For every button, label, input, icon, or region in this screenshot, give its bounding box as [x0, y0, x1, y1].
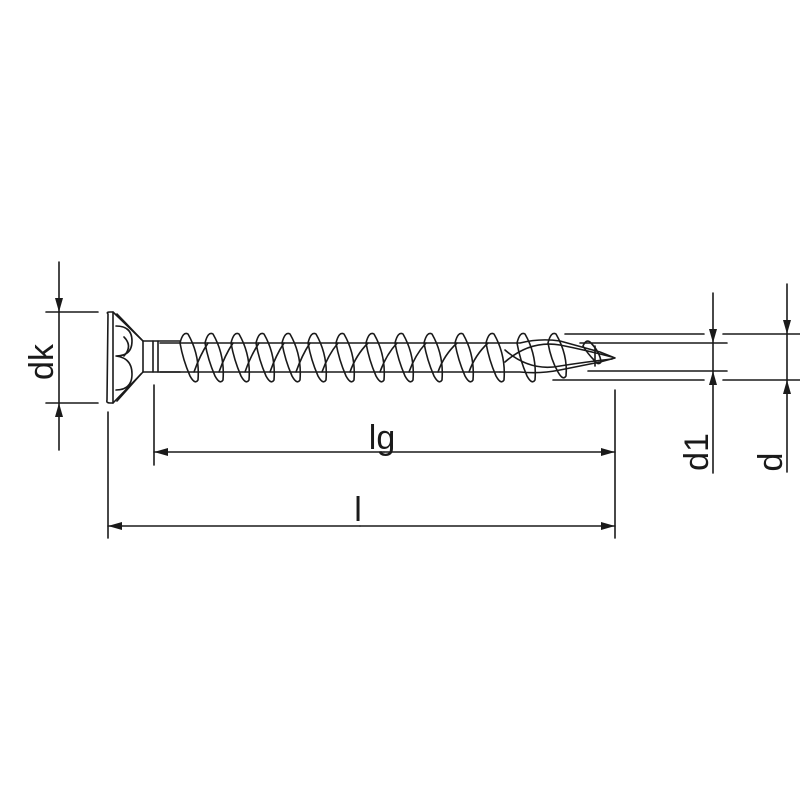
- d1-label: d1: [678, 433, 716, 471]
- d-label: d: [752, 452, 790, 472]
- dk-label: dk: [23, 344, 61, 380]
- screw-threads: [179, 332, 506, 383]
- l-label: l: [354, 491, 362, 529]
- dimension-dk: [45, 261, 99, 451]
- screw-head: [106, 311, 181, 404]
- screw-tip: [499, 332, 616, 383]
- dimension-d: [552, 283, 800, 473]
- lg-label: lg: [368, 419, 396, 457]
- dimension-d1: [579, 292, 728, 474]
- dimension-l: [107, 411, 616, 539]
- dimension-lg: [153, 384, 616, 539]
